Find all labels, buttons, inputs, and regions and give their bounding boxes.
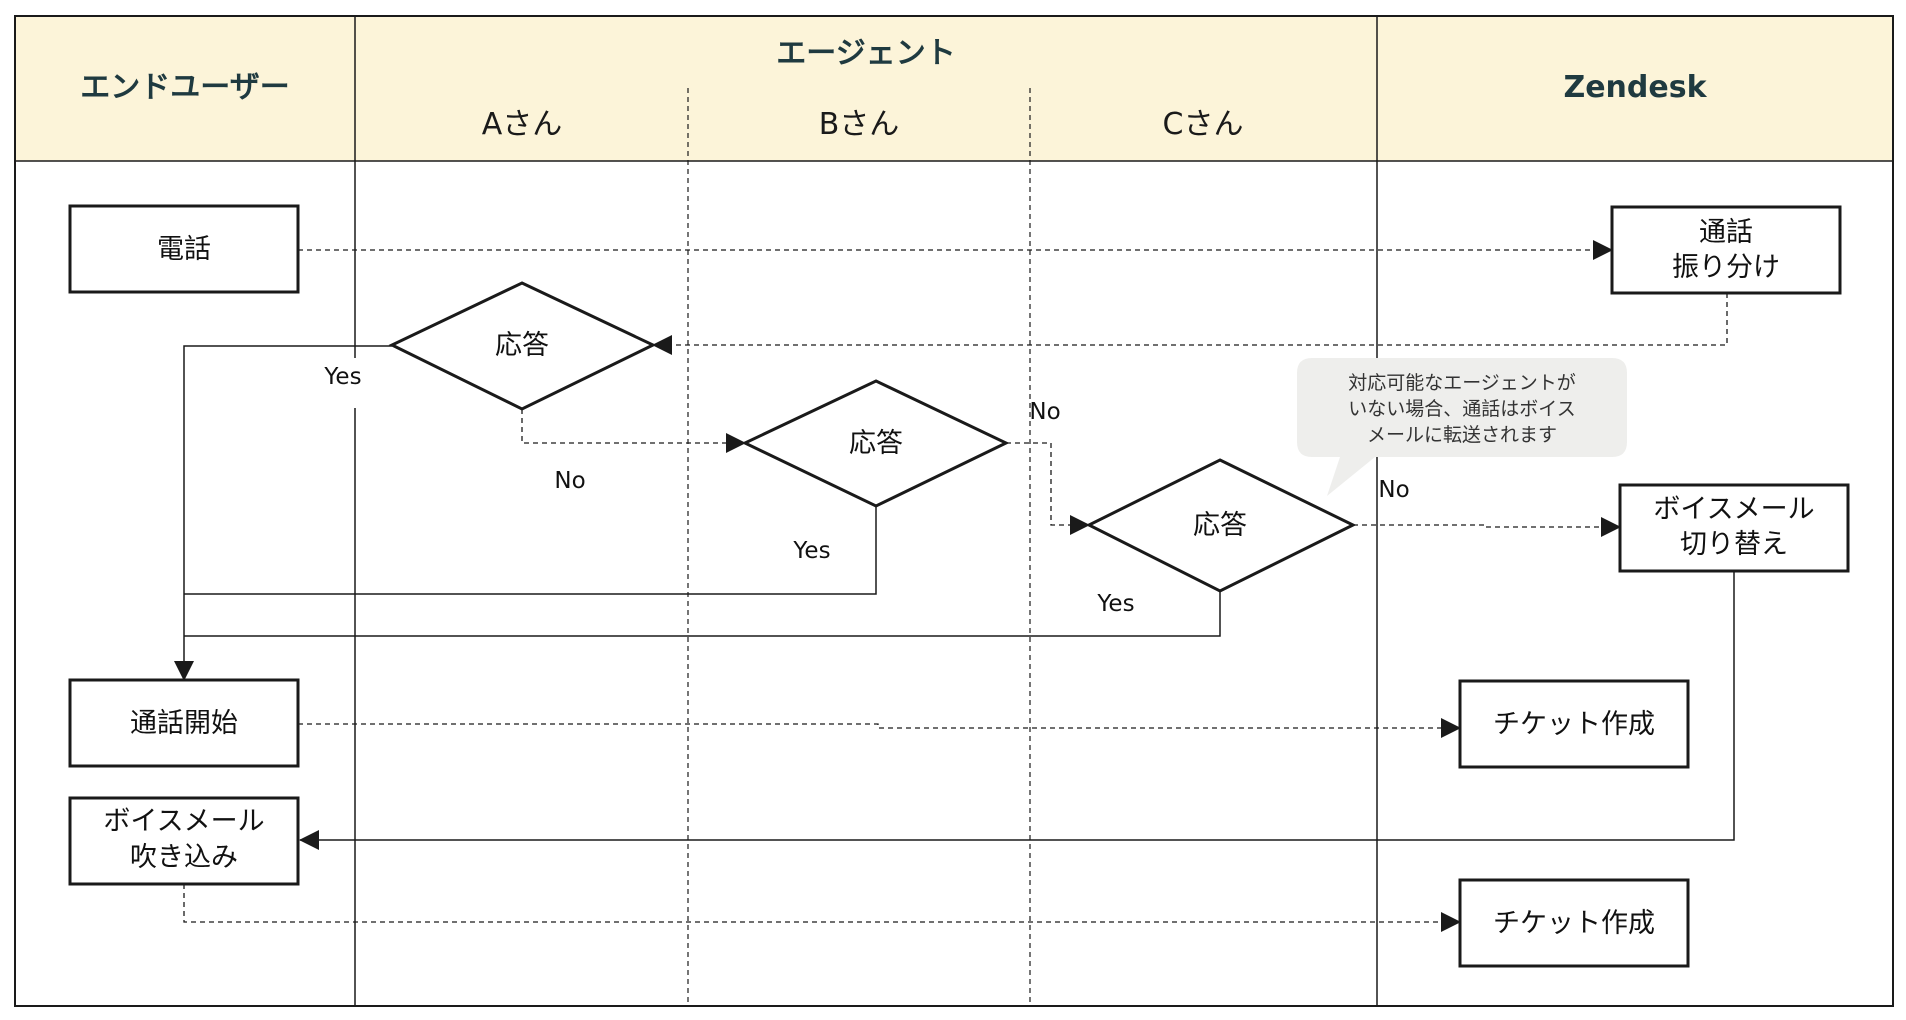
- box-call-start: [68, 678, 300, 768]
- box-call-start-label: 通話開始: [130, 708, 238, 739]
- box-voicemail-record-label-1: ボイスメール: [103, 806, 264, 837]
- lane-header-agent-a: Aさん: [482, 107, 563, 142]
- callout-bubble: 対応可能なエージェントが いない場合、通話はボイス メールに転送されます: [1297, 358, 1627, 496]
- decision-answer-c-label: 応答: [1193, 510, 1247, 541]
- box-voicemail-record: [68, 796, 300, 886]
- header-band: [15, 16, 1893, 161]
- box-voicemail-switch-label-1: ボイスメール: [1653, 494, 1814, 525]
- lane-header-zendesk: Zendesk: [1563, 70, 1707, 105]
- label-yes-a: Yes: [323, 364, 361, 390]
- decision-answer-c: [1085, 458, 1357, 593]
- solid-connectors: [174, 345, 1735, 850]
- box-routing-label-1: 通話: [1699, 217, 1753, 248]
- box-routing-label-2: 振り分け: [1672, 252, 1780, 283]
- box-ticket-create-1: [1458, 679, 1690, 769]
- lane-header-agent: エージェント: [776, 36, 955, 71]
- label-no-c: No: [1378, 477, 1409, 503]
- box-ticket-create-1-label: チケット作成: [1493, 709, 1655, 740]
- box-phone: [68, 204, 300, 294]
- decision-answer-b-label: 応答: [849, 428, 903, 459]
- lane-header-agent-c: Cさん: [1163, 107, 1244, 142]
- process-boxes: [68, 204, 1850, 968]
- callout-line-3: メールに転送されます: [1367, 424, 1557, 446]
- box-routing: [1610, 205, 1842, 295]
- callout-line-1: 対応可能なエージェントが: [1348, 372, 1576, 394]
- box-voicemail-switch: [1618, 483, 1850, 573]
- label-no-a: No: [554, 468, 585, 494]
- decision-answer-a: [388, 281, 657, 411]
- label-yes-c: Yes: [1096, 591, 1134, 617]
- lane-dividers: [15, 16, 1893, 1006]
- callout-line-2: いない場合、通話はボイス: [1348, 398, 1575, 420]
- dashed-connectors: [183, 240, 1728, 932]
- box-voicemail-switch-label-2: 切り替え: [1680, 529, 1788, 560]
- box-ticket-create-2-label: チケット作成: [1493, 908, 1655, 939]
- decision-answer-a-label: 応答: [495, 330, 549, 361]
- box-phone-label: 電話: [157, 234, 211, 265]
- decision-diamonds: [388, 281, 1357, 593]
- box-ticket-create-2: [1458, 878, 1690, 968]
- decision-answer-b: [741, 379, 1010, 508]
- label-yes-b: Yes: [792, 538, 830, 564]
- diagram-frame: [14, 15, 1894, 1007]
- lane-header-end-user: エンドユーザー: [80, 70, 289, 105]
- agent-subdividers: [687, 88, 1031, 1006]
- lane-header-agent-b: Bさん: [819, 107, 900, 142]
- box-voicemail-record-label-2: 吹き込み: [130, 842, 238, 873]
- label-no-b: No: [1029, 399, 1060, 425]
